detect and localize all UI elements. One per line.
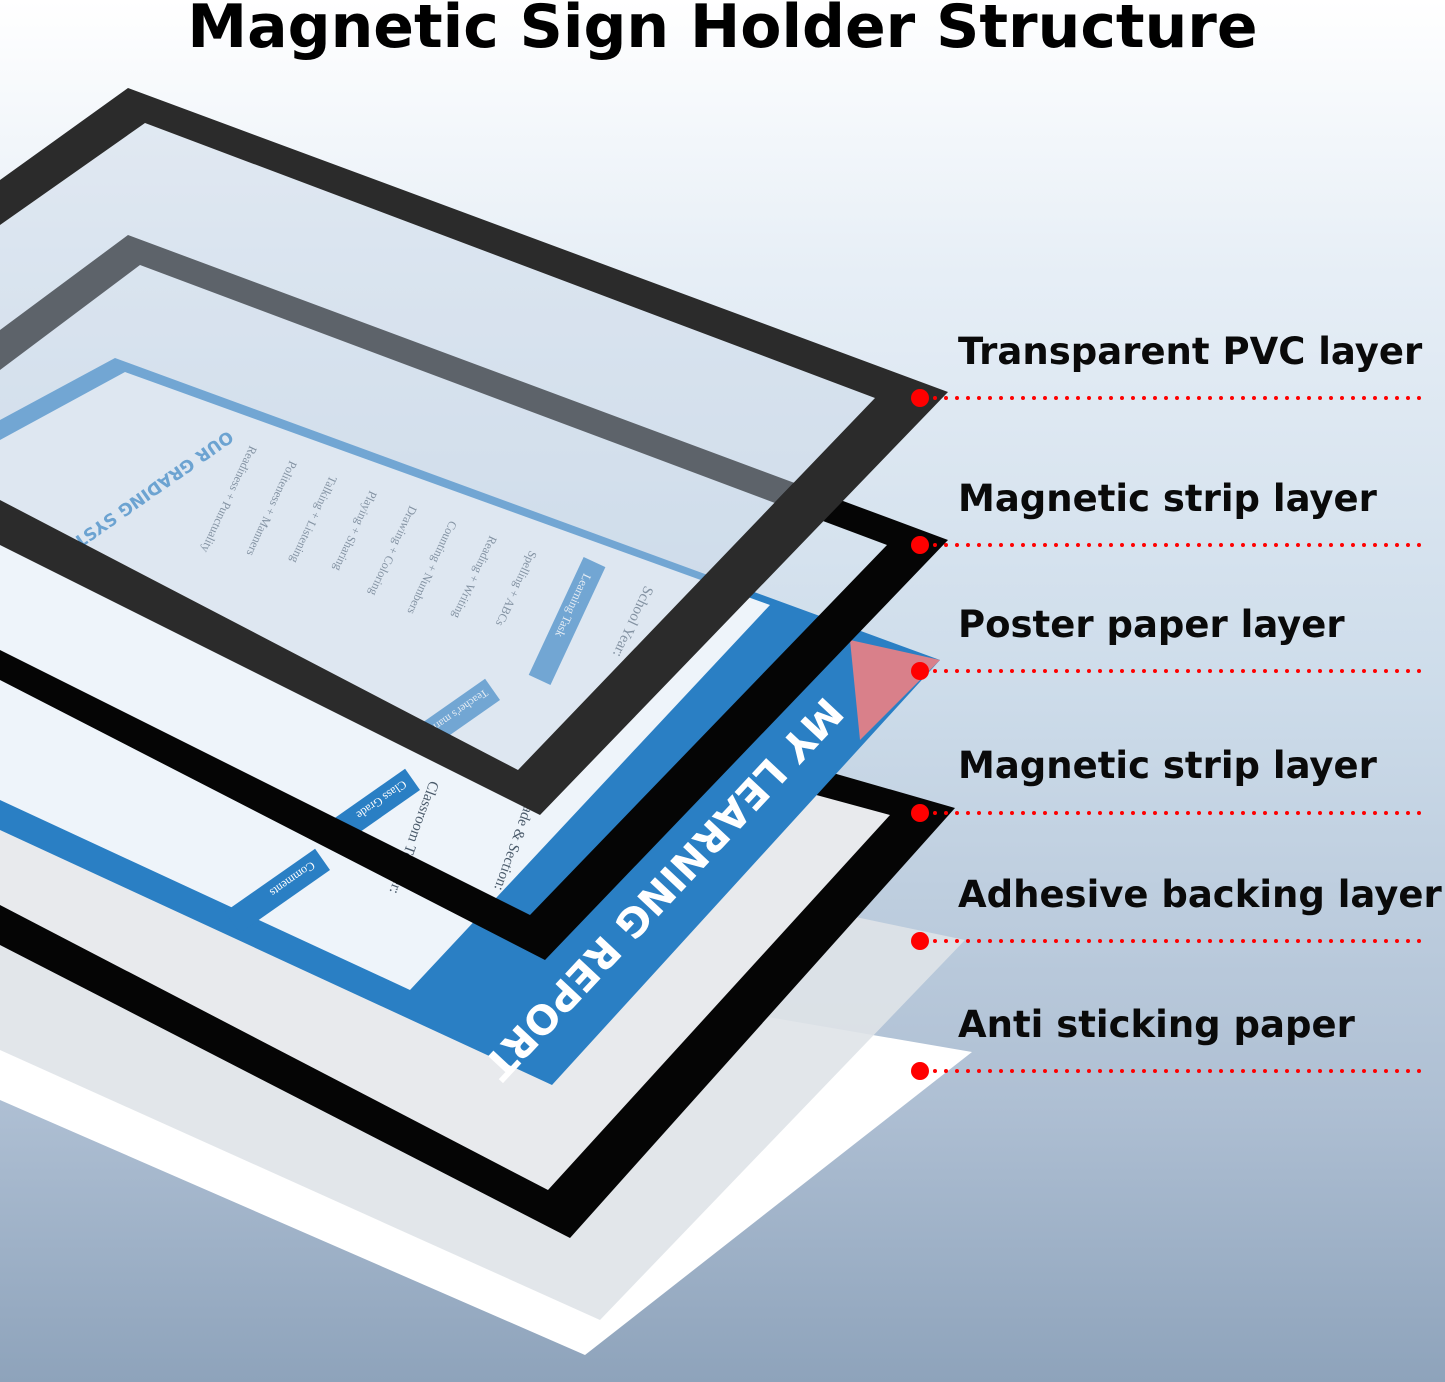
label-poster-paper-layer: Poster paper layer: [958, 603, 1345, 646]
pointer-line: [911, 389, 1427, 407]
pointer-dot: [911, 1062, 929, 1080]
pointer-dot: [911, 932, 929, 950]
label-adhesive-backing-layer: Adhesive backing layer: [958, 873, 1442, 916]
pointer-line: [911, 536, 1427, 554]
pointer-line: [911, 804, 1427, 822]
label-transparent-pvc-layer: Transparent PVC layer: [958, 330, 1423, 373]
pointer-dot: [911, 662, 929, 680]
page-title: Magnetic Sign Holder Structure: [187, 0, 1258, 62]
label-magnetic-strip-layer-top: Magnetic strip layer: [958, 477, 1377, 520]
magnetic-strip-top: [0, 235, 948, 960]
pointer-line: [911, 1062, 1427, 1080]
pointer-dot: [911, 804, 929, 822]
label-magnetic-strip-layer-bottom: Magnetic strip layer: [958, 744, 1377, 787]
pointer-dot: [911, 389, 929, 407]
transparent-pvc: [0, 88, 948, 815]
pointer-dot: [911, 536, 929, 554]
pointer-line: [911, 932, 1427, 950]
pointer-line: [911, 662, 1427, 680]
label-anti-sticking-paper: Anti sticking paper: [958, 1003, 1355, 1046]
